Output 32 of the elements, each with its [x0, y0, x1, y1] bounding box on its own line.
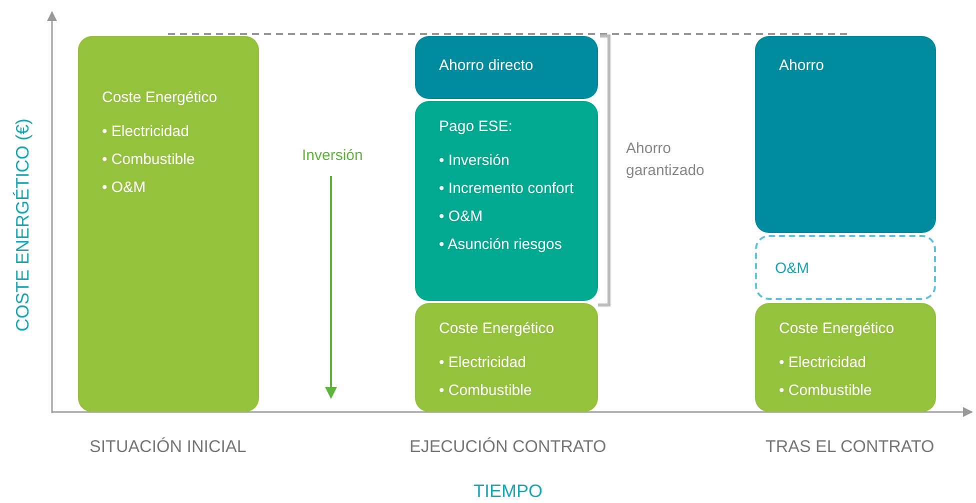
block-heading: Coste Energético	[439, 319, 554, 339]
cost-block	[755, 303, 936, 412]
bullet-item: • Incremento confort	[439, 179, 574, 199]
bullet-item: • O&M	[102, 178, 146, 198]
cost-block	[415, 303, 598, 412]
block-heading: O&M	[775, 259, 810, 279]
axis-title: COSTE ENERGÉTICO (€)	[11, 118, 34, 332]
category-label: EJECUCIÓN CONTRATO	[410, 436, 606, 458]
axis-title: TIEMPO	[474, 480, 543, 502]
savings-block	[755, 36, 936, 233]
block-heading: Ahorro	[779, 56, 824, 76]
bullet-item: • O&M	[439, 207, 484, 227]
bullet-item: • Combustible	[439, 381, 532, 401]
bullet-item: • Inversión	[439, 151, 510, 171]
annotation-text: Inversión	[302, 146, 363, 166]
savings-block	[415, 36, 598, 99]
bracket-label: Ahorro garantizado	[626, 139, 706, 181]
bullet-item: • Asunción riesgos	[439, 235, 562, 255]
block-heading: Coste Energético	[779, 319, 894, 339]
block-heading: Pago ESE:	[439, 117, 512, 137]
dashed-block	[755, 235, 936, 300]
category-label: SITUACIÓN INICIAL	[90, 436, 246, 458]
bullet-item: • Electricidad	[439, 353, 527, 373]
category-label: TRAS EL CONTRATO	[766, 436, 934, 458]
payment-block	[415, 101, 598, 301]
cost-block	[78, 36, 259, 412]
block-heading: Ahorro directo	[439, 56, 534, 76]
bullet-item: • Combustible	[779, 381, 872, 401]
bullet-item: • Electricidad	[779, 353, 867, 373]
bullet-item: • Combustible	[102, 150, 196, 170]
block-heading: Coste Energético	[102, 88, 218, 108]
bullet-item: • Electricidad	[102, 122, 190, 142]
